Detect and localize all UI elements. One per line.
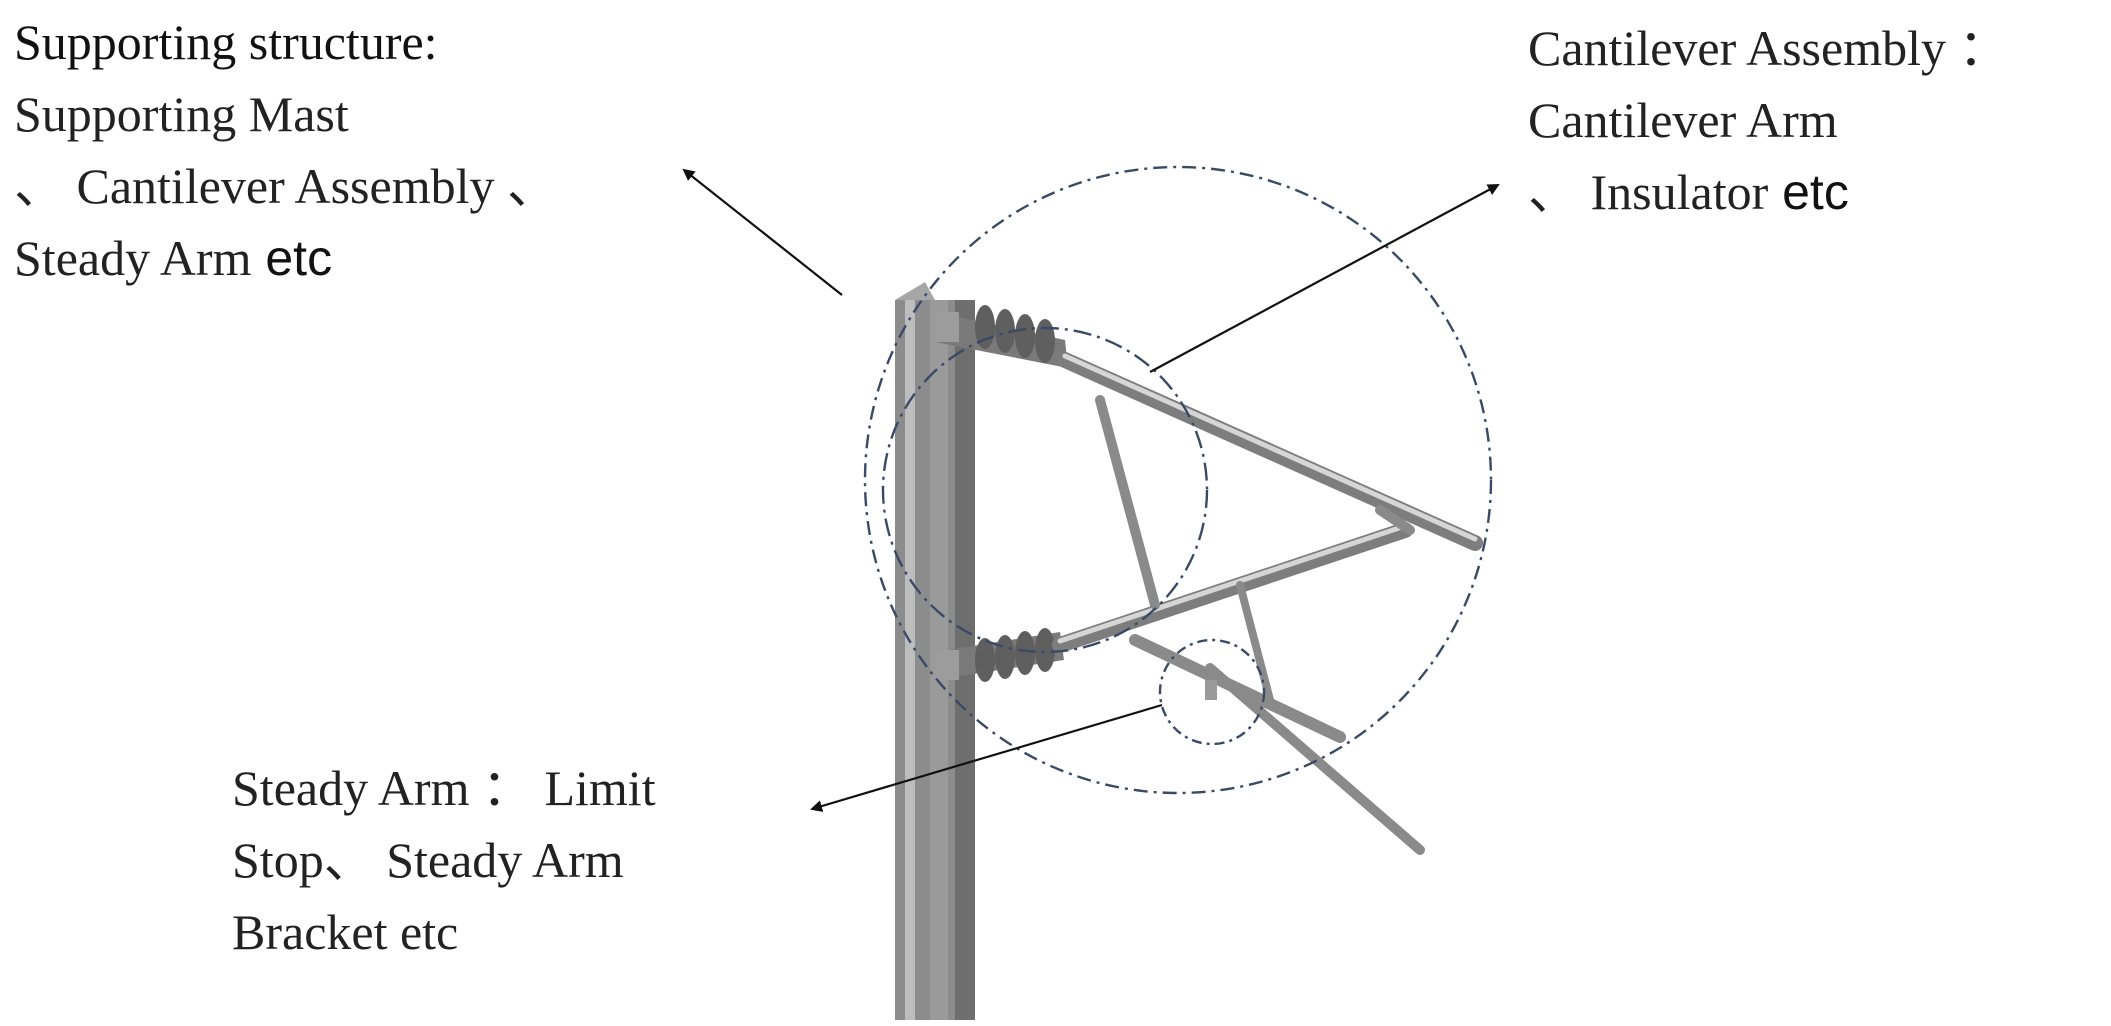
supporting-structure-circle xyxy=(863,165,1493,795)
cantilever-label-line2: Cantilever Arm xyxy=(1528,92,1838,148)
cantilever-arm xyxy=(1057,352,1483,551)
supporting-label-line2: Supporting Mast xyxy=(14,86,349,142)
supporting-label-line1: Supporting structure: xyxy=(14,14,438,70)
cantilever-arrow xyxy=(1149,184,1500,373)
lower-insulator xyxy=(935,628,1064,682)
registration-tube xyxy=(1052,505,1415,653)
steady-arm xyxy=(1129,634,1425,855)
steady-arrow xyxy=(810,703,1163,812)
callout-arrows xyxy=(682,168,1500,812)
cantilever-assembly-label: Cantilever Assembly ： Cantilever Arm 、 I… xyxy=(1528,12,2009,228)
cantilever-label-line1: Cantilever Assembly ： xyxy=(1528,20,2009,76)
region-circles xyxy=(863,165,1493,795)
supporting-label-line4b: etc xyxy=(251,230,333,286)
supporting-label-line3: 、 Cantilever Assembly 、 xyxy=(14,158,557,214)
cantilever-assembly-circle xyxy=(881,326,1209,654)
steady-arm-label: Steady Arm ： Limit Stop、 Steady Arm Brac… xyxy=(232,752,656,968)
cantilever-label-line3b: etc xyxy=(1768,164,1849,220)
diagonal-brace xyxy=(1095,395,1274,704)
steady-arm-circle xyxy=(1158,638,1266,746)
supporting-structure-label: Supporting structure: Supporting Mast 、 … xyxy=(14,6,557,294)
supporting-arrow xyxy=(682,168,843,296)
steady-label-line2: Stop、 Steady Arm xyxy=(232,832,624,888)
supporting-label-line4a: Steady Arm xyxy=(14,230,252,286)
steady-label-line3: Bracket etc xyxy=(232,904,459,960)
steady-label-line1: Steady Arm ： Limit xyxy=(232,760,656,816)
cantilever-label-line3a: 、 Insulator xyxy=(1528,164,1769,220)
upper-insulator xyxy=(935,305,1068,368)
